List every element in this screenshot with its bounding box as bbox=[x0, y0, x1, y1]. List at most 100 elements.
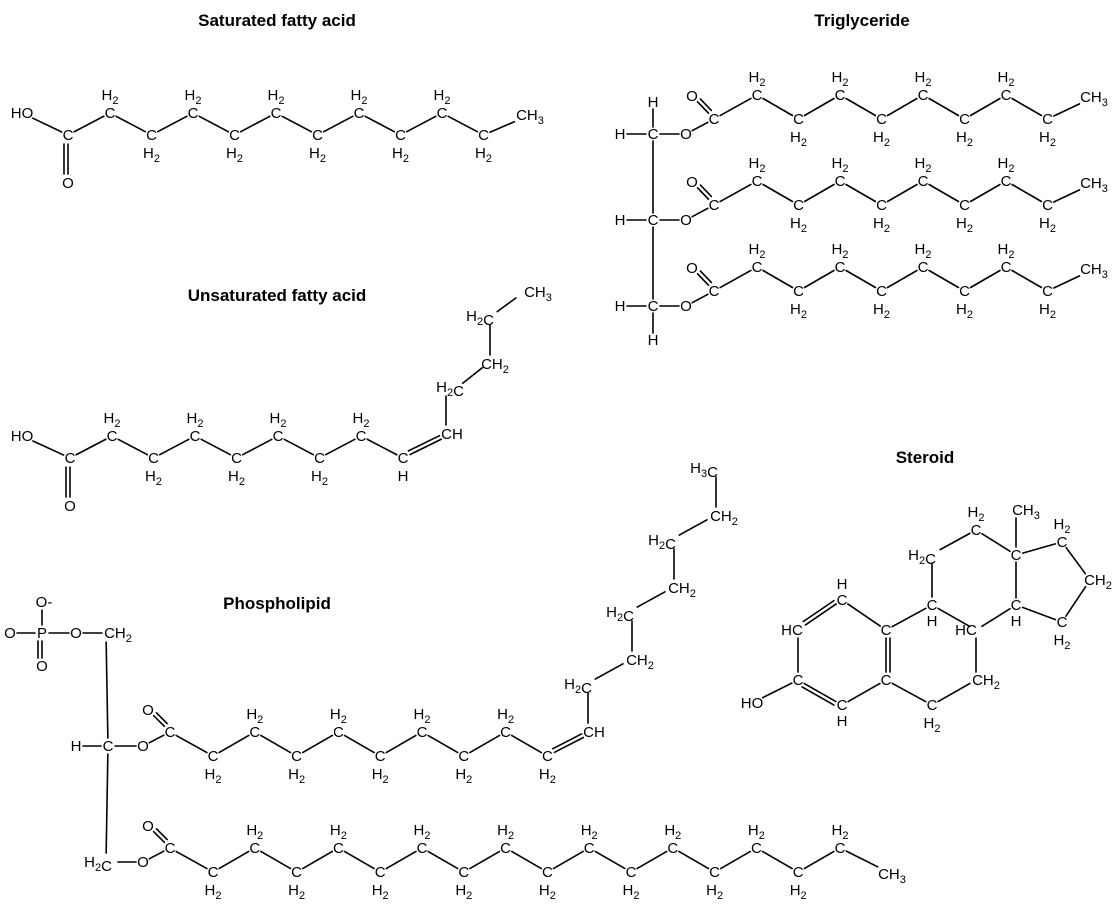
ring-bond bbox=[847, 682, 881, 703]
ring-h2c: H2C bbox=[908, 547, 936, 568]
chain-bond bbox=[260, 734, 292, 754]
ring-h2: H2 bbox=[924, 715, 941, 735]
ester-bond bbox=[691, 207, 709, 218]
chain-carbon: C bbox=[835, 840, 846, 857]
chain-bond bbox=[803, 850, 835, 870]
ester-oxygen: O bbox=[137, 854, 149, 871]
chain-carbon: C bbox=[478, 127, 489, 144]
chain-bond bbox=[260, 850, 292, 870]
chain-bond bbox=[447, 115, 479, 133]
ring-carbon: C bbox=[1011, 547, 1022, 564]
chain-h2: H2 bbox=[539, 882, 556, 902]
ho-bond bbox=[32, 117, 63, 133]
chain-bond bbox=[803, 97, 835, 117]
chain-carbon: C bbox=[626, 864, 637, 881]
ring-bond bbox=[846, 603, 882, 627]
ester-oxygen: O bbox=[680, 212, 692, 229]
chain-carbon: C bbox=[959, 111, 970, 128]
chain-bond bbox=[343, 734, 375, 754]
ring-carbon: C bbox=[971, 522, 982, 539]
chain-carbon: C bbox=[437, 105, 448, 122]
alkene-h: H bbox=[398, 468, 409, 485]
ester-carbonyl-oxygen: O bbox=[686, 174, 698, 191]
chain-bond bbox=[928, 269, 960, 289]
chain-h2: H2 bbox=[270, 410, 287, 430]
chain-carbon: C bbox=[333, 840, 344, 857]
chain-h2: H2 bbox=[205, 882, 222, 902]
chain-bond bbox=[301, 850, 334, 870]
ring-bond bbox=[937, 607, 971, 628]
phosphate-oxygen: O bbox=[4, 625, 16, 642]
chain-bond bbox=[845, 850, 879, 868]
ester-carbon: C bbox=[709, 283, 720, 300]
chain-h2: H2 bbox=[288, 766, 305, 786]
chain-carbon: C bbox=[793, 111, 804, 128]
ring-hc: HC bbox=[781, 622, 803, 639]
chain-bond bbox=[803, 269, 835, 289]
chain-carbon: C bbox=[375, 748, 386, 765]
chain-carbon: C bbox=[273, 428, 284, 445]
chain-h2: H2 bbox=[1039, 215, 1056, 235]
chain-bond bbox=[198, 115, 230, 133]
chain-carbon: C bbox=[751, 840, 762, 857]
chain-carbon: C bbox=[793, 197, 804, 214]
chain-carbon: C bbox=[271, 105, 282, 122]
ring-carbon: C bbox=[1057, 534, 1068, 551]
chain-bond bbox=[1011, 269, 1043, 289]
chain-bond bbox=[283, 438, 315, 456]
chain-carbon: C bbox=[793, 283, 804, 300]
carbonyl-oxygen: O bbox=[62, 175, 74, 192]
chain-carbon: C bbox=[105, 105, 116, 122]
chain-bond bbox=[678, 519, 708, 536]
chain-carbon: C bbox=[291, 748, 302, 765]
chain-bond bbox=[719, 183, 752, 203]
chain-bond bbox=[886, 269, 918, 289]
chain-carbon: C bbox=[229, 127, 240, 144]
chain-bond bbox=[594, 663, 624, 680]
chain-bond bbox=[761, 850, 793, 870]
tail-ch2: CH2 bbox=[626, 652, 654, 672]
chain-bond bbox=[1053, 275, 1081, 289]
chain-carbon: C bbox=[959, 197, 970, 214]
glycerol-h: H bbox=[615, 126, 626, 143]
chain-carbon: C bbox=[584, 840, 595, 857]
ring-bond bbox=[1021, 543, 1057, 554]
chain-bond bbox=[75, 438, 107, 456]
chain-bond bbox=[1011, 97, 1043, 117]
alkene-ch: CH bbox=[583, 724, 605, 741]
chain-bond bbox=[496, 297, 517, 313]
title-triglyceride: Triglyceride bbox=[814, 11, 909, 30]
chain-h2: H2 bbox=[873, 129, 890, 149]
chain-carbon: C bbox=[876, 111, 887, 128]
chain-carbon: C bbox=[333, 724, 344, 741]
chain-h2: H2 bbox=[353, 410, 370, 430]
ester-carbonyl-oxygen: O bbox=[142, 702, 154, 719]
glycerol-backbone bbox=[105, 641, 109, 739]
ring-carbon: C bbox=[1011, 597, 1022, 614]
chain-h2: H2 bbox=[790, 129, 807, 149]
ring-carbon: C bbox=[837, 697, 848, 714]
glycerol-carbon: C bbox=[103, 738, 114, 755]
ring-carbon: C bbox=[881, 622, 892, 639]
terminal-ch3: CH3 bbox=[878, 866, 906, 886]
cis-double-bond bbox=[407, 434, 441, 452]
ring-bond bbox=[1065, 585, 1087, 617]
chain-h2: H2 bbox=[330, 822, 347, 842]
chain-h2: H2 bbox=[1039, 129, 1056, 149]
ester-double-bond bbox=[696, 272, 710, 287]
chain-carbon: C bbox=[356, 428, 367, 445]
chain-carbon: C bbox=[752, 173, 763, 190]
chain-bond bbox=[115, 115, 147, 133]
chain-bond bbox=[636, 850, 668, 870]
chain-bond bbox=[366, 438, 398, 456]
chain-carbon: C bbox=[876, 197, 887, 214]
chain-bond bbox=[73, 115, 105, 133]
chain-h2: H2 bbox=[749, 155, 766, 175]
ring-double-bond bbox=[803, 682, 837, 703]
chain-bond bbox=[969, 269, 1001, 289]
glycerol-carbon: C bbox=[648, 298, 659, 315]
ester-double-bond bbox=[152, 714, 166, 728]
carbonyl-oxygen: O bbox=[64, 498, 76, 515]
chain-carbon: C bbox=[395, 127, 406, 144]
tail-h3c: H3C bbox=[690, 460, 718, 481]
